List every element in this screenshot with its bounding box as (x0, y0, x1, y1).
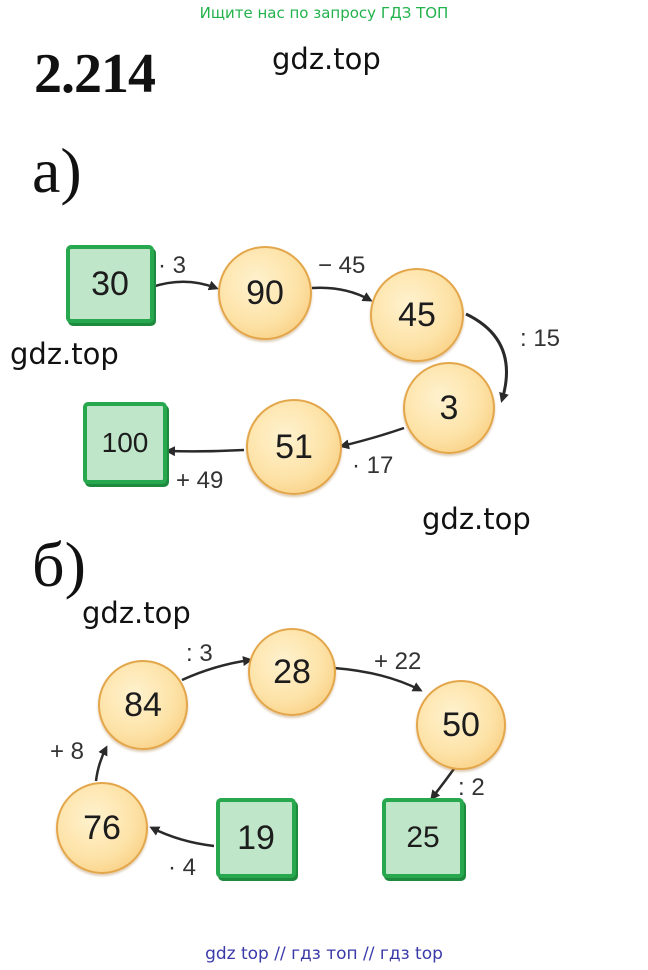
step-circle: 51 (246, 399, 342, 495)
step-circle: 90 (218, 246, 312, 340)
operation-label: · 4 (168, 854, 197, 881)
watermark: gdz.top (10, 337, 119, 371)
step-circle: 50 (416, 680, 506, 770)
step-circle: 28 (248, 628, 336, 716)
arrow-b2 (94, 745, 108, 782)
arrow-a4 (339, 426, 405, 450)
start-box: 30 (66, 245, 154, 323)
problem-number: 2.214 (34, 43, 156, 105)
start-box: 19 (216, 798, 296, 878)
arrow-b5 (430, 765, 458, 801)
arrow-a5 (165, 446, 245, 457)
operation-label: + 8 (50, 738, 85, 765)
result-box: 100 (83, 402, 167, 484)
operation-label: + 22 (374, 648, 422, 675)
arrow-a2 (311, 286, 373, 302)
result-box: 25 (382, 798, 464, 878)
step-circle: 76 (56, 782, 148, 874)
operation-label: : 2 (458, 774, 485, 801)
operation-label: + 49 (176, 467, 224, 494)
part-a-label: а) (32, 135, 82, 206)
operation-label: : 15 (520, 325, 561, 352)
footer-links[interactable]: gdz top // гдз топ // гдз top (205, 944, 443, 964)
arrow-a3 (465, 312, 509, 403)
watermark: gdz.top (82, 596, 191, 630)
operation-label: · 3 (158, 252, 187, 279)
operation-label: − 45 (318, 252, 366, 279)
part-b-label: б) (32, 529, 86, 600)
operation-label: : 3 (186, 640, 213, 667)
search-hint-banner[interactable]: Ищите нас по запросу ГДЗ ТОП (199, 4, 449, 22)
watermark: gdz.top (422, 502, 531, 536)
step-circle: 3 (403, 362, 495, 454)
arrow-a1 (151, 280, 219, 291)
arrow-b4 (333, 666, 423, 692)
operation-label: · 17 (352, 452, 394, 479)
watermark: gdz.top (272, 42, 381, 76)
step-circle: 45 (370, 268, 464, 362)
step-circle: 84 (98, 660, 188, 750)
arrow-b1 (149, 826, 215, 848)
arrow-b3 (181, 656, 253, 682)
